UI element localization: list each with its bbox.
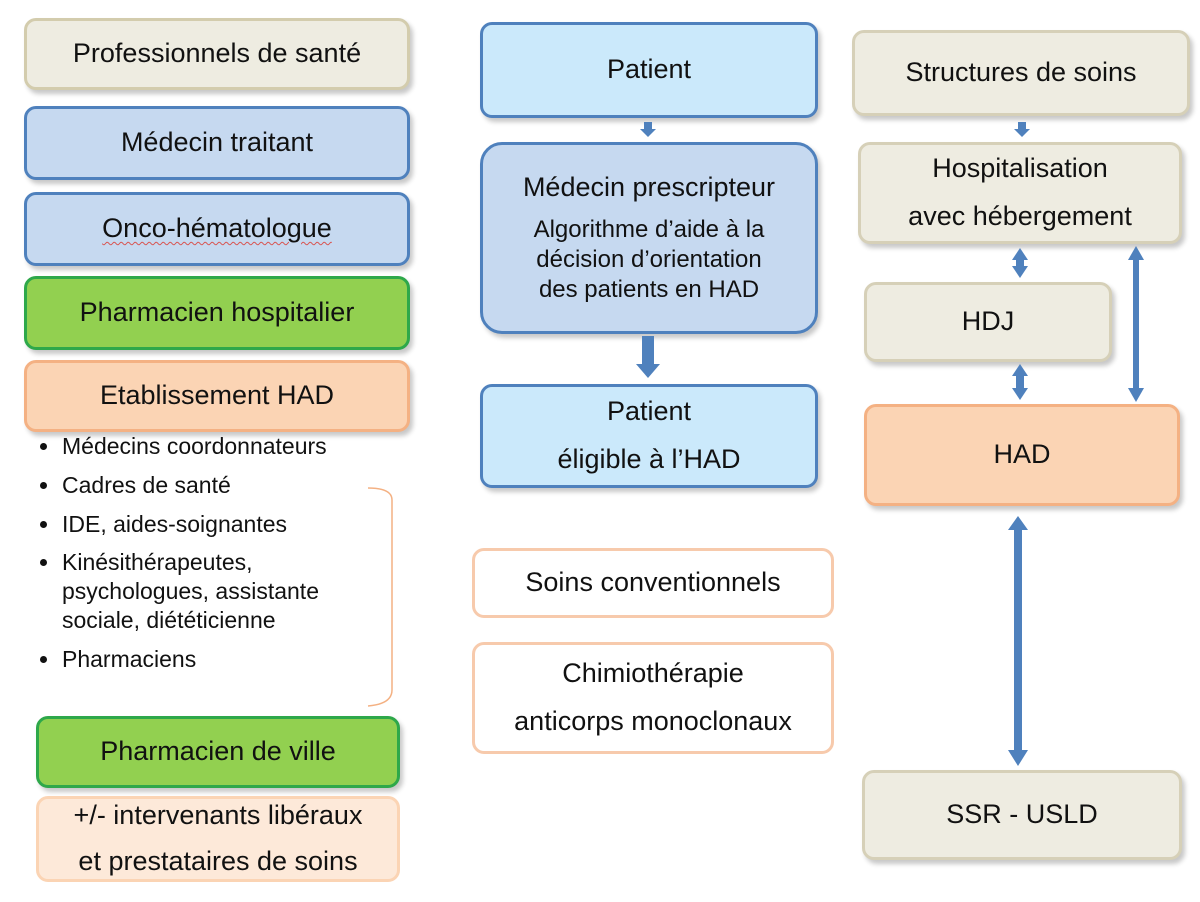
hdj-box: HDJ <box>864 282 1112 362</box>
pharmacien-hospitalier-label: Pharmacien hospitalier <box>79 297 355 328</box>
medecin-traitant-box: Médecin traitant <box>24 106 410 180</box>
pharmacien-ville-box: Pharmacien de ville <box>36 716 400 788</box>
professionnels-sante-header: Professionnels de santé <box>24 18 410 90</box>
algorithme-text: Algorithme d’aide à la décision d’orient… <box>534 215 765 306</box>
list-item: Kinésithérapeutes, psychologues, assista… <box>36 548 372 634</box>
pharmacien-ville-label: Pharmacien de ville <box>100 736 336 767</box>
hdj-label: HDJ <box>961 306 1015 337</box>
double-arrow-icon <box>1008 516 1028 766</box>
algorithme-line3: des patients en HAD <box>538 275 760 303</box>
intervenants-liberaux-line1: +/- intervenants libéraux <box>73 800 363 831</box>
medecin-prescripteur-label: Médecin prescripteur <box>522 171 776 202</box>
patient-eligible-line2: éligible à l’HAD <box>557 444 741 474</box>
staff-brace <box>367 487 393 707</box>
intervenants-liberaux-line2: et prestataires de soins <box>78 846 358 876</box>
chimiotherapie-line2: anticorps monoclonaux <box>514 706 792 736</box>
chimiotherapie-box: Chimiothérapie anticorps monoclonaux <box>472 642 834 754</box>
patient-eligible-box: Patient éligible à l’HAD <box>480 384 818 488</box>
professionnels-sante-label: Professionnels de santé <box>72 38 362 69</box>
medecin-prescripteur-box: Médecin prescripteur Algorithme d’aide à… <box>480 142 818 334</box>
patient-box: Patient <box>480 22 818 118</box>
ssr-usld-box: SSR - USLD <box>862 770 1182 860</box>
soins-conventionnels-box: Soins conventionnels <box>472 548 834 618</box>
list-item: Cadres de santé <box>36 471 396 500</box>
patient-eligible-line1: Patient <box>606 396 692 427</box>
onco-hematologue-box: Onco-hématologue <box>24 192 410 266</box>
list-item: IDE, aides-soignantes <box>36 510 396 539</box>
double-arrow-icon <box>1012 364 1028 400</box>
hospitalisation-box: Hospitalisation avec hébergement <box>858 142 1182 244</box>
list-item: Pharmaciens <box>36 645 396 674</box>
patient-label: Patient <box>606 54 692 85</box>
arrow-down-icon <box>636 336 660 378</box>
algorithme-line1: Algorithme d’aide à la <box>533 215 765 243</box>
etablissement-had-label: Etablissement HAD <box>99 380 335 411</box>
medecin-traitant-label: Médecin traitant <box>120 127 314 158</box>
arrow-down-icon <box>640 122 656 137</box>
hospitalisation-line1: Hospitalisation <box>932 153 1108 184</box>
list-item: Médecins coordonnateurs <box>36 432 396 461</box>
structures-soins-label: Structures de soins <box>905 57 1137 88</box>
had-label: HAD <box>993 439 1051 470</box>
algorithme-line2: décision d’orientation <box>536 245 762 273</box>
chimiotherapie-line1: Chimiothérapie <box>562 658 744 689</box>
double-arrow-icon <box>1128 246 1144 402</box>
had-staff-list: Médecins coordonnateurs Cadres de santé … <box>36 432 396 683</box>
ssr-usld-label: SSR - USLD <box>946 799 1098 830</box>
structures-soins-header: Structures de soins <box>852 30 1190 116</box>
onco-hematologue-label: Onco-hématologue <box>102 213 332 244</box>
pharmacien-hospitalier-box: Pharmacien hospitalier <box>24 276 410 350</box>
double-arrow-icon <box>1012 248 1028 278</box>
arrow-down-icon <box>1014 122 1030 137</box>
had-box: HAD <box>864 404 1180 506</box>
soins-conventionnels-label: Soins conventionnels <box>525 567 781 598</box>
hospitalisation-line2: avec hébergement <box>908 201 1132 231</box>
etablissement-had-box: Etablissement HAD <box>24 360 410 432</box>
intervenants-liberaux-box: +/- intervenants libéraux et prestataire… <box>36 796 400 882</box>
